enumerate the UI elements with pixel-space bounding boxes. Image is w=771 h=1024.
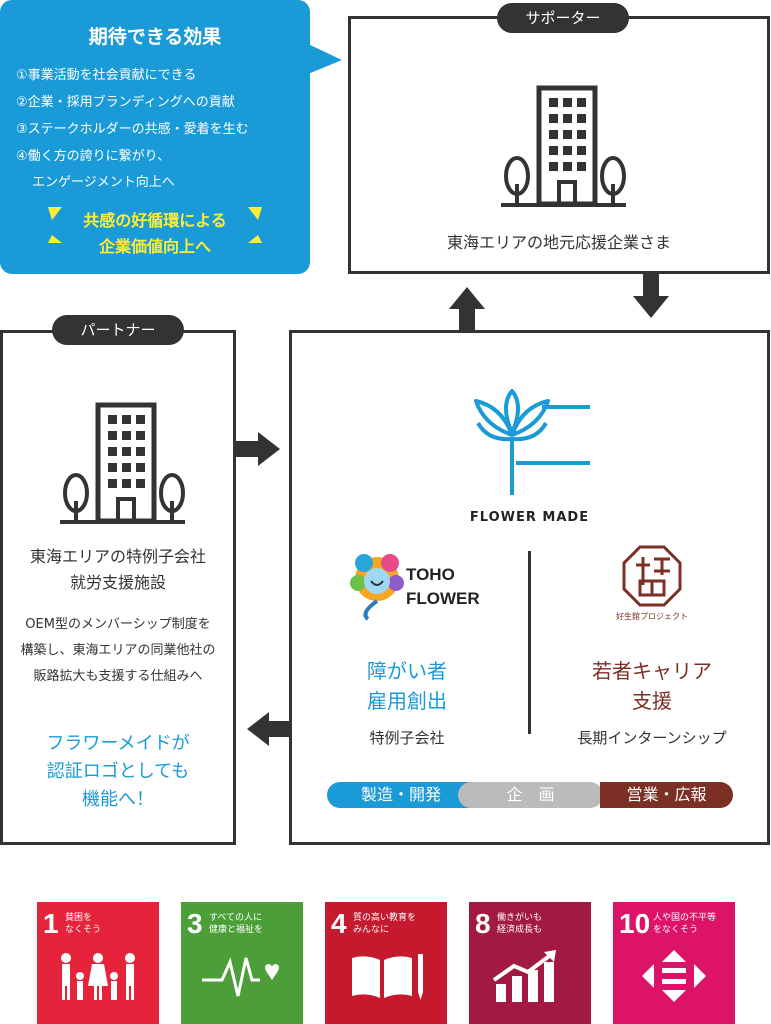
sdg-label-line2: 健康と福祉を (209, 925, 264, 935)
sdg-label-line1: 質の高い教育を (353, 913, 417, 923)
sdg-goal-10: 10 人や国の不平等 をなくそう (613, 902, 735, 1024)
left-title-line2: 雇用創出 (367, 689, 447, 713)
koseikan-logo-icon (622, 545, 682, 607)
family-icon (61, 953, 135, 1000)
supporter-label: 東海エリアの地元応援企業さま (446, 233, 671, 252)
partner-label-line2: 就労支援施設 (69, 573, 166, 592)
book-pencil-icon (352, 954, 423, 1000)
koseikan-caption: 好生館プロジェクト (616, 612, 688, 621)
growth-chart-icon (492, 950, 556, 1002)
sdg-goal-8: 8 働きがいも 経済成長も (469, 902, 591, 1024)
sdg-number: 4 (331, 908, 347, 939)
partner-box: 東海エリアの特例子会社 就労支援施設 OEM型のメンバーシップ制度を 構築し、東… (0, 330, 236, 845)
equality-arrows-icon (642, 950, 706, 1002)
sdg-goal-4: 4 質の高い教育を みんなに (325, 902, 447, 1024)
partner-desc-line3: 販路拡大も支援する仕組みへ (33, 669, 203, 684)
segment-sales: 営業・広報 (600, 782, 733, 808)
right-title-line2: 支援 (632, 689, 672, 713)
partner-desc-line2: 構築し、東海エリアの同業他社の (20, 643, 216, 658)
effects-title: 期待できる効果 (88, 26, 222, 48)
sdg-label-line2: なくそう (65, 925, 102, 935)
right-title-line1: 若者キャリア (592, 659, 712, 683)
effects-highlight-line2: 企業価値向上へ (98, 237, 211, 256)
arrow-left-icon (247, 712, 291, 746)
sdg-label-line2: をなくそう (653, 925, 699, 935)
effect-item: ②企業・採用ブランディングへの貢献 (16, 95, 235, 110)
sdg-goal-3: 3 すべての人に 健康と福祉を (181, 902, 303, 1024)
left-title-line1: 障がい者 (367, 659, 447, 683)
sdg-number: 3 (187, 908, 203, 939)
sdg-label-line1: 貧困を (65, 913, 93, 923)
partner-badge: パートナー (52, 315, 184, 345)
partner-highlight-line2: 認証ロゴとしても (46, 761, 190, 782)
effects-callout: 期待できる効果 ①事業活動を社会貢献にできる ②企業・採用ブランディングへの貢献… (0, 0, 310, 274)
effect-item: ③ステークホルダーの共感・愛着を生む (16, 122, 249, 137)
flowermade-brand: FLOWER MADE (469, 510, 590, 525)
flower-logo-icon (474, 389, 590, 495)
arrow-up-icon (449, 287, 485, 331)
effect-item: ①事業活動を社会貢献にできる (16, 68, 197, 83)
left-sub: 特例子会社 (369, 729, 445, 747)
sdg-label-line2: みんなに (353, 925, 390, 935)
effect-item: ④働く方の誇りに繋がり、 (16, 149, 171, 164)
office-building-icon (60, 402, 185, 524)
sdg-label-line2: 経済成長も (497, 925, 543, 935)
sdg-number: 10 (619, 908, 651, 939)
sdg-goal-1: 1 貧困を なくそう (37, 902, 159, 1024)
sdg-label-line1: 働きがいも (497, 913, 543, 923)
effect-item: エンゲージメント向上へ (32, 175, 175, 190)
center-divider (528, 551, 531, 734)
arrow-down-icon (633, 274, 669, 318)
segment-planning: 企 画 (458, 782, 603, 808)
partner-highlight-line3: 機能へ！ (82, 789, 154, 810)
office-building-icon (501, 85, 626, 207)
arrow-right-icon (236, 432, 280, 466)
partner-label-line1: 東海エリアの特例子会社 (29, 547, 206, 566)
partner-highlight-line1: フラワーメイドが (46, 733, 190, 754)
right-sub: 長期インターンシップ (577, 729, 727, 747)
sdg-label-line1: 人や国の不平等 (653, 913, 717, 923)
highlight-ticks-icon (48, 207, 262, 243)
sdg-number: 8 (475, 908, 491, 939)
segment-manufacturing: 製造・開発 (327, 782, 475, 808)
flowermade-box: FLOWER MADE TOHO FLOWER 好生館プロジェクト 障がい者 雇… (289, 330, 770, 845)
toho-flower-line1: TOHO (406, 565, 455, 584)
sdg-number: 1 (43, 908, 59, 939)
toho-flower-line2: FLOWER (406, 589, 480, 608)
sdg-label-line1: すべての人に (209, 913, 263, 923)
callout-pointer-icon (308, 44, 342, 74)
supporter-box: 東海エリアの地元応援企業さま (348, 16, 770, 274)
toho-flower-logo-icon (350, 554, 404, 621)
supporter-badge: サポーター (497, 3, 629, 33)
heartbeat-icon (202, 957, 279, 997)
effects-highlight-line1: 共感の好循環による (83, 211, 227, 230)
partner-desc-line1: OEM型のメンバーシップ制度を (25, 617, 211, 632)
